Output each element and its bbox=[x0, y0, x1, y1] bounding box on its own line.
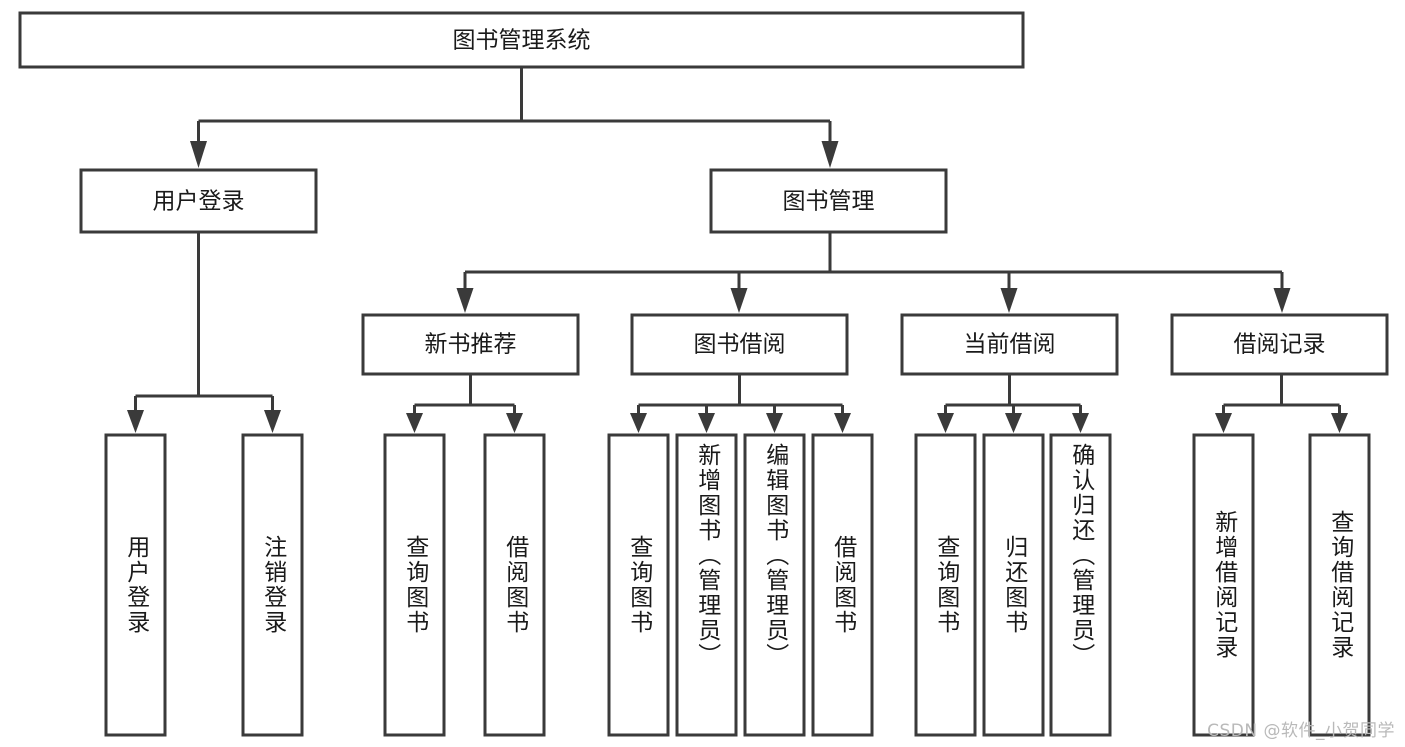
csdn-watermark: CSDN @软件_小贺同学 bbox=[1207, 721, 1395, 741]
node-label-user-login: 用户登录 bbox=[153, 189, 245, 215]
arrow-head-leaf-query-book-recommend bbox=[406, 413, 423, 433]
connector-group-new-book-recommend bbox=[406, 374, 523, 433]
node-box-book-borrow[interactable] bbox=[630, 313, 849, 376]
node-box-leaf-confirm-return-admin[interactable] bbox=[1049, 433, 1112, 737]
node-box-book-management[interactable] bbox=[709, 168, 948, 234]
arrow-head-leaf-borrow-book bbox=[834, 413, 851, 433]
arrow-head-book-borrow bbox=[730, 288, 748, 313]
arrow-head-leaf-confirm-return-admin bbox=[1072, 413, 1089, 433]
arrow-head-leaf-query-book-current bbox=[937, 413, 954, 433]
connector-group-root bbox=[190, 67, 839, 168]
arrow-head-leaf-borrow-book-recommend bbox=[506, 413, 523, 433]
node-box-leaf-return-book[interactable] bbox=[982, 433, 1045, 737]
arrow-head-leaf-return-book bbox=[1005, 413, 1022, 433]
arrow-head-current-borrow bbox=[1000, 288, 1018, 313]
node-box-leaf-logout[interactable] bbox=[241, 433, 304, 737]
arrow-head-borrow-records bbox=[1273, 288, 1291, 313]
arrow-head-leaf-add-borrow-record bbox=[1215, 413, 1232, 433]
node-box-leaf-query-book-recommend[interactable] bbox=[383, 433, 446, 737]
connector-group-book-borrow bbox=[630, 374, 851, 433]
connector-group-book-management bbox=[456, 232, 1291, 313]
arrow-head-book-management bbox=[821, 141, 839, 168]
node-box-leaf-borrow-book[interactable] bbox=[811, 433, 874, 737]
connector-group-user-login bbox=[127, 232, 281, 433]
node-box-leaf-query-book-current[interactable] bbox=[914, 433, 977, 737]
arrow-head-leaf-query-book-borrow bbox=[630, 413, 647, 433]
arrow-head-new-book-recommend bbox=[456, 288, 474, 313]
node-label-new-book-recommend: 新书推荐 bbox=[425, 332, 517, 358]
node-box-leaf-edit-book-admin[interactable] bbox=[743, 433, 806, 737]
node-box-leaf-borrow-book-recommend[interactable] bbox=[483, 433, 546, 737]
arrow-head-user-login bbox=[190, 141, 207, 168]
arrow-head-leaf-user-login bbox=[127, 410, 144, 433]
node-box-borrow-records[interactable] bbox=[1170, 313, 1389, 376]
node-box-leaf-add-borrow-record[interactable] bbox=[1192, 433, 1255, 737]
connector-group-borrow-records bbox=[1215, 374, 1348, 433]
connector-group-current-borrow bbox=[937, 374, 1089, 433]
node-box-leaf-query-book-borrow[interactable] bbox=[607, 433, 670, 737]
node-box-current-borrow[interactable] bbox=[900, 313, 1119, 376]
node-label-book-borrow: 图书借阅 bbox=[694, 332, 786, 358]
node-label-book-management: 图书管理 bbox=[783, 189, 875, 215]
node-label-root: 图书管理系统 bbox=[453, 28, 591, 54]
node-label-current-borrow: 当前借阅 bbox=[964, 332, 1056, 358]
node-box-leaf-add-book-admin[interactable] bbox=[675, 433, 738, 737]
node-label-borrow-records: 借阅记录 bbox=[1234, 332, 1326, 358]
arrow-head-leaf-edit-book-admin bbox=[766, 413, 783, 433]
arrow-head-leaf-logout bbox=[264, 410, 281, 433]
node-box-new-book-recommend[interactable] bbox=[361, 313, 580, 376]
node-box-leaf-query-borrow-record[interactable] bbox=[1308, 433, 1371, 737]
arrow-head-leaf-add-book-admin bbox=[698, 413, 715, 433]
node-box-root[interactable] bbox=[18, 11, 1025, 69]
node-box-user-login[interactable] bbox=[79, 168, 318, 234]
node-box-leaf-user-login[interactable] bbox=[104, 433, 167, 737]
arrow-head-leaf-query-borrow-record bbox=[1331, 413, 1348, 433]
